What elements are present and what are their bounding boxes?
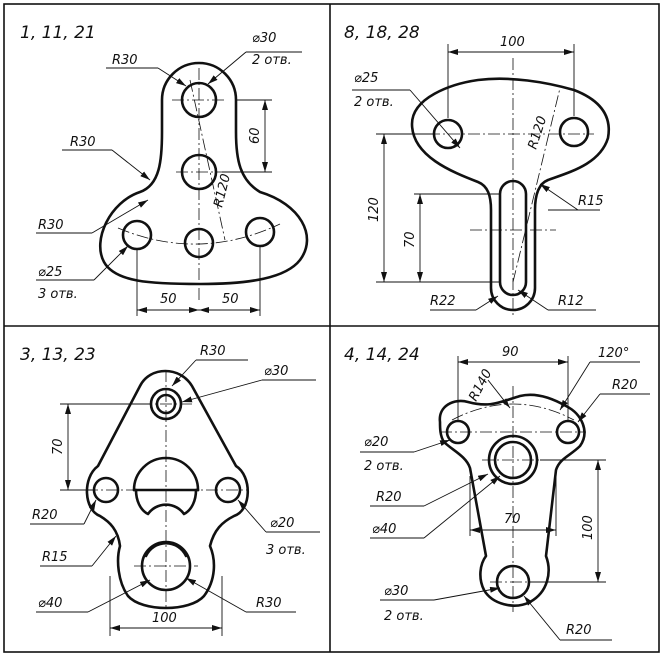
panel-2-title: 8, 18, 28	[344, 23, 420, 43]
p3-r20: R20	[32, 508, 58, 523]
panel-4-title: 4, 14, 24	[344, 345, 420, 365]
part-4-outline	[438, 393, 586, 607]
panel-2: 8, 18, 28 100 ⌀25 2 отв. R120 R15	[344, 23, 611, 316]
p1-dim-60: 60	[248, 127, 263, 144]
p2-r120: R120	[526, 114, 551, 151]
p2-r22: R22	[430, 294, 456, 309]
p1-3holes: 3 отв.	[38, 287, 78, 302]
p2-dim-100: 100	[500, 35, 525, 50]
p3-dim-70: 70	[51, 438, 66, 455]
panel-1-title: 1, 11, 21	[20, 23, 96, 43]
part-3-center-cutout	[132, 456, 200, 516]
p4-d40: ⌀40	[372, 522, 396, 537]
p1-2holes: 2 отв.	[252, 53, 292, 68]
p3-3holes: 3 отв.	[266, 543, 306, 558]
p4-2holes-bottom: 2 отв.	[384, 609, 424, 624]
p3-r30-top: R30	[200, 344, 226, 359]
p1-dim-50-right: 50	[222, 292, 239, 307]
p4-dim-90: 90	[502, 345, 519, 360]
p4-dim-100: 100	[581, 515, 596, 540]
p1-d30: ⌀30	[252, 31, 276, 46]
sheet-frame	[3, 3, 660, 653]
p3-r15: R15	[42, 550, 68, 565]
p2-d25: ⌀25	[354, 71, 378, 86]
part-2-slot	[498, 179, 528, 297]
p2-dim-70: 70	[403, 231, 418, 248]
p4-r20-bottom: R20	[566, 623, 592, 638]
p1-r30-left: R30	[38, 218, 64, 233]
p4-d30: ⌀30	[384, 584, 408, 599]
part-2-hole-right	[558, 116, 590, 148]
panel-4: 4, 14, 24	[344, 345, 650, 641]
p4-r20-right: R20	[612, 378, 638, 393]
p2-dim-120: 120	[367, 197, 382, 222]
part-3-outline	[85, 369, 249, 610]
p3-dim-100: 100	[152, 611, 177, 626]
p4-dim-70: 70	[504, 512, 521, 527]
p4-r140: R140	[466, 367, 495, 404]
p1-r30-side: R30	[70, 135, 96, 150]
part-1-outline	[98, 61, 309, 286]
p4-2holes-top: 2 отв.	[364, 459, 404, 474]
p3-d40: ⌀40	[38, 596, 62, 611]
p4-angle-120: 120°	[598, 346, 629, 361]
panel-3-title: 3, 13, 23	[20, 345, 96, 365]
p2-r12: R12	[558, 294, 584, 309]
p1-r30-top: R30	[112, 53, 138, 68]
p1-d25: ⌀25	[38, 265, 62, 280]
p2-2holes: 2 отв.	[354, 95, 394, 110]
p3-d20: ⌀20	[270, 516, 294, 531]
part-2-outline	[410, 77, 611, 312]
p1-dim-50-left: 50	[160, 292, 177, 307]
p3-d30: ⌀30	[264, 364, 288, 379]
panel-1: 1, 11, 21 R30 ⌀3	[20, 23, 309, 316]
p2-r15: R15	[578, 194, 604, 209]
p4-d20: ⌀20	[364, 435, 388, 450]
panel-3: 3, 13, 23	[20, 344, 320, 636]
p3-r30-bottom: R30	[256, 596, 282, 611]
p4-r20-left: R20	[376, 490, 402, 505]
